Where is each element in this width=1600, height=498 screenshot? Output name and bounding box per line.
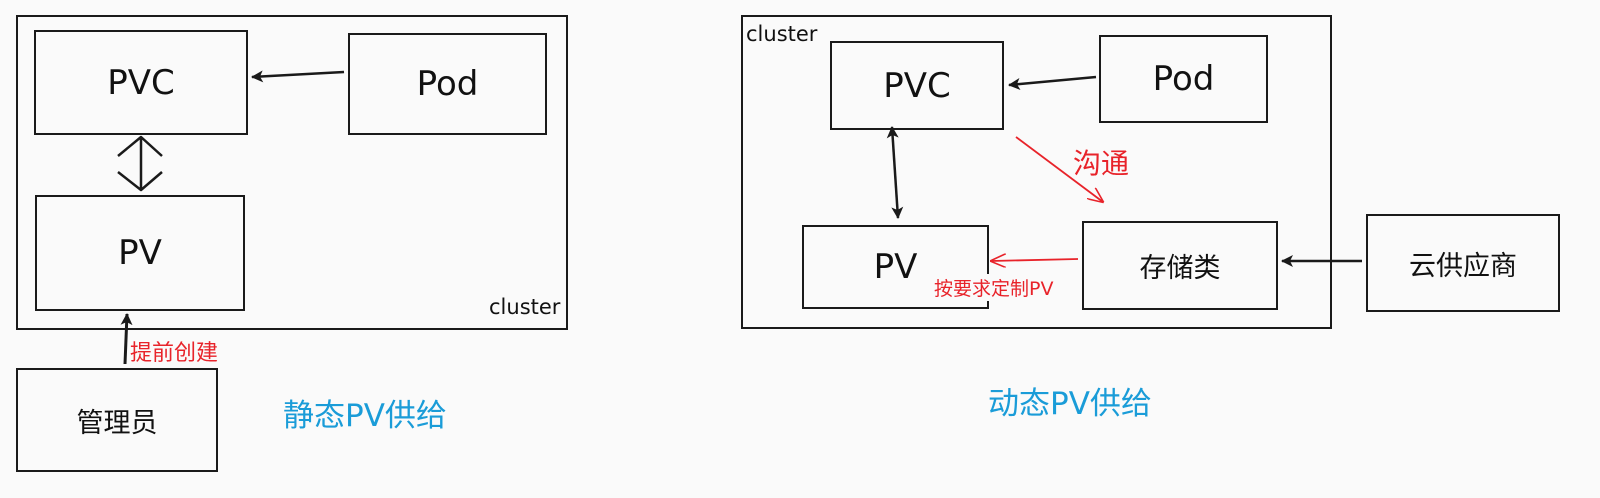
static-cluster-frame (16, 15, 568, 330)
static-pvc-box: PVC (34, 30, 248, 135)
static-pvc-pv-binding-icon (117, 135, 163, 192)
static-pv-label: PV (118, 233, 162, 273)
admin-to-pv-arrow (120, 313, 133, 365)
create-ahead-label: 提前创建 (130, 341, 219, 366)
dynamic-cluster-frame (741, 15, 1332, 329)
dynamic-pod-to-pvc-arrow (1008, 75, 1097, 90)
dynamic-pvc-label: PVC (883, 65, 951, 106)
static-pod-label: Pod (416, 64, 479, 104)
communicate-label: 沟通 (1073, 147, 1130, 180)
static-pvc-label: PVC (107, 62, 175, 103)
dynamic-pv-box: PV (802, 225, 989, 309)
pvc-to-storage-class-arrow (1015, 136, 1103, 202)
static-caption: 静态PV供给 (283, 398, 447, 434)
customize-pv-label: 按要求定制PV (934, 274, 1054, 301)
cloud-provider-label: 云供应商 (1409, 250, 1517, 282)
dynamic-caption: 动态PV供给 (988, 386, 1152, 422)
admin-label: 管理员 (76, 407, 158, 439)
dynamic-pod-box: Pod (1099, 35, 1268, 123)
storage-class-box: 存储类 (1082, 221, 1278, 310)
dynamic-pv-label: PV (873, 247, 918, 287)
static-cluster-label: cluster (489, 295, 561, 319)
static-pod-box: Pod (348, 33, 547, 135)
storage-class-to-pv-arrow (991, 259, 1079, 261)
cloud-provider-box: 云供应商 (1366, 214, 1560, 312)
static-pod-to-pvc-arrow (251, 70, 345, 83)
dynamic-cluster-label: cluster (746, 22, 818, 46)
static-pv-box: PV (35, 195, 245, 311)
dynamic-pod-label: Pod (1152, 59, 1215, 99)
dynamic-pvc-pv-arrow (886, 126, 904, 219)
dynamic-pvc-box: PVC (830, 41, 1004, 130)
storage-class-label: 存储类 (1139, 253, 1221, 284)
admin-box: 管理员 (16, 368, 218, 472)
